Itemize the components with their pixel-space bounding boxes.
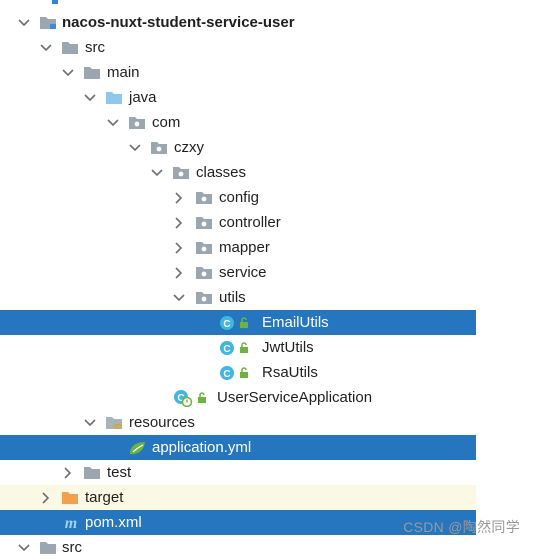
- tree-row-userserviceapplication[interactable]: C UserServiceApplication: [0, 385, 534, 410]
- chevron-down-icon[interactable]: [84, 92, 96, 104]
- package-icon: [195, 265, 213, 281]
- tree-label: RsaUtils: [262, 364, 318, 381]
- tree-label: src: [85, 39, 105, 56]
- excluded-folder-icon: [61, 490, 79, 506]
- chevron-down-icon[interactable]: [151, 167, 163, 179]
- tree-label: classes: [196, 164, 247, 181]
- folder-icon: [83, 65, 101, 81]
- chevron-right-icon[interactable]: [173, 266, 185, 279]
- project-tree: nacos-nuxt-student-service-user src main…: [0, 10, 534, 556]
- tree-row-test[interactable]: test: [0, 460, 534, 485]
- java-class-icon: C: [218, 340, 236, 356]
- package-icon: [195, 215, 213, 231]
- java-class-icon: C: [218, 315, 236, 331]
- svg-text:m: m: [65, 516, 77, 530]
- folder-icon: [61, 40, 79, 56]
- java-class-icon: C: [218, 365, 236, 381]
- tree-row-service[interactable]: service: [0, 260, 534, 285]
- package-icon: [195, 290, 213, 306]
- tree-row-rsautils[interactable]: C RsaUtils: [0, 360, 534, 385]
- tree-label: utils: [219, 289, 246, 306]
- tree-row-config[interactable]: config: [0, 185, 534, 210]
- csdn-watermark: CSDN @陶然同学: [403, 519, 520, 535]
- svg-text:C: C: [223, 344, 230, 355]
- tree-row-utils[interactable]: utils: [0, 285, 534, 310]
- tree-row-application-yml[interactable]: application.yml: [0, 435, 476, 460]
- resources-folder-icon: [105, 415, 123, 431]
- tree-label: service: [219, 264, 267, 281]
- spring-boot-application-icon: C: [173, 389, 193, 407]
- tree-label: czxy: [174, 139, 204, 156]
- svg-text:C: C: [223, 369, 230, 380]
- folder-icon: [39, 540, 57, 556]
- tree-label: test: [107, 464, 132, 481]
- tree-label: JwtUtils: [262, 339, 314, 356]
- tree-row-java[interactable]: java: [0, 85, 534, 110]
- tree-label: main: [107, 64, 140, 81]
- package-icon: [195, 190, 213, 206]
- tree-row-resources[interactable]: resources: [0, 410, 534, 435]
- tree-row-jwtutils[interactable]: C JwtUtils: [0, 335, 534, 360]
- chevron-down-icon[interactable]: [18, 542, 30, 554]
- tree-row-czxy[interactable]: czxy: [0, 135, 534, 160]
- svg-text:C: C: [177, 393, 184, 404]
- chevron-down-icon[interactable]: [40, 42, 52, 54]
- spring-yml-icon: [128, 440, 148, 456]
- tree-row-emailutils[interactable]: C EmailUtils: [0, 310, 476, 335]
- package-icon: [195, 240, 213, 256]
- tree-label: EmailUtils: [262, 314, 329, 331]
- package-icon: [172, 165, 190, 181]
- tree-row-src[interactable]: src: [0, 35, 534, 60]
- chevron-down-icon[interactable]: [62, 67, 74, 79]
- tree-label: resources: [129, 414, 195, 431]
- source-root-folder-icon: [105, 90, 123, 106]
- chevron-down-icon[interactable]: [173, 292, 185, 304]
- chevron-right-icon[interactable]: [173, 216, 185, 229]
- tree-row-target[interactable]: target: [0, 485, 476, 510]
- tree-row-module-root[interactable]: nacos-nuxt-student-service-user: [0, 10, 534, 35]
- tree-label: UserServiceApplication: [217, 389, 373, 406]
- folder-icon: [83, 465, 101, 481]
- tree-label: java: [129, 89, 157, 106]
- tree-label: pom.xml: [85, 514, 142, 531]
- scroll-marker: [52, 0, 58, 4]
- unlock-icon: [238, 315, 250, 331]
- chevron-right-icon[interactable]: [173, 191, 185, 204]
- svg-text:C: C: [223, 319, 230, 330]
- chevron-down-icon[interactable]: [129, 142, 141, 154]
- chevron-down-icon[interactable]: [84, 417, 96, 429]
- unlock-icon: [196, 390, 208, 406]
- tree-label: config: [219, 189, 260, 206]
- package-icon: [128, 115, 146, 131]
- chevron-right-icon[interactable]: [40, 491, 52, 504]
- unlock-icon: [238, 365, 250, 381]
- maven-icon: m: [61, 515, 81, 531]
- tree-label: target: [85, 489, 124, 506]
- tree-label: src: [62, 539, 82, 556]
- tree-row-controller[interactable]: controller: [0, 210, 534, 235]
- tree-label: com: [152, 114, 181, 131]
- package-icon: [150, 140, 168, 156]
- tree-label: controller: [219, 214, 281, 231]
- chevron-down-icon[interactable]: [18, 17, 30, 29]
- tree-row-main[interactable]: main: [0, 60, 534, 85]
- chevron-right-icon[interactable]: [62, 466, 74, 479]
- tree-label: mapper: [219, 239, 270, 256]
- tree-row-com[interactable]: com: [0, 110, 534, 135]
- tree-row-classes[interactable]: classes: [0, 160, 534, 185]
- tree-label: nacos-nuxt-student-service-user: [62, 14, 295, 31]
- tree-row-src-partial[interactable]: src: [0, 535, 534, 560]
- module-folder-icon: [39, 15, 57, 31]
- chevron-down-icon[interactable]: [107, 117, 119, 129]
- tree-row-pom-xml[interactable]: m pom.xml: [0, 510, 476, 535]
- tree-label: application.yml: [152, 439, 252, 456]
- tree-row-mapper[interactable]: mapper: [0, 235, 534, 260]
- chevron-right-icon[interactable]: [173, 241, 185, 254]
- unlock-icon: [238, 340, 250, 356]
